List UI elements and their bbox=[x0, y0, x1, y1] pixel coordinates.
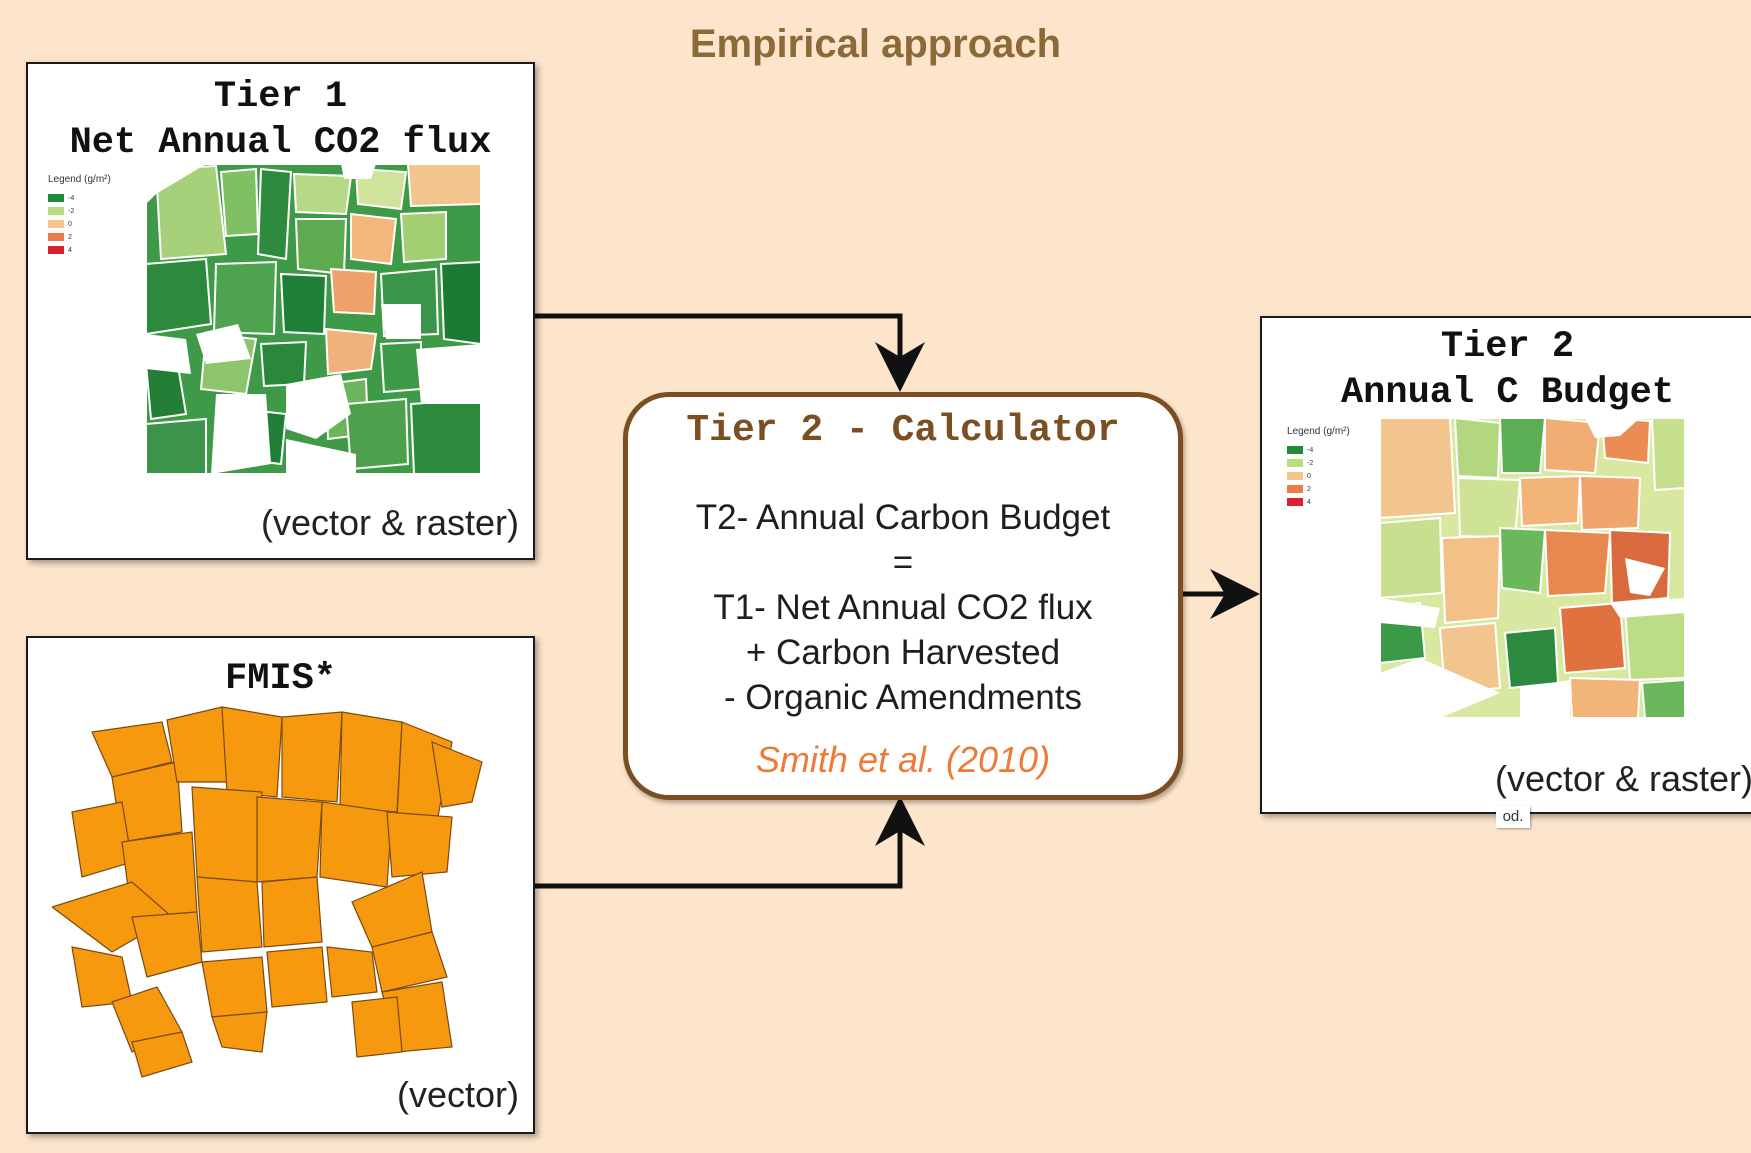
tier2-panel: Tier 2 Annual C Budget Legend (g/m²) -4 … bbox=[1260, 316, 1751, 814]
legend-item: 4 bbox=[48, 245, 111, 255]
legend-swatch bbox=[1287, 472, 1303, 480]
legend-swatch bbox=[48, 207, 64, 215]
tier2-budget-map bbox=[1380, 418, 1685, 718]
legend-label: 2 bbox=[1307, 485, 1311, 493]
legend-item: 2 bbox=[48, 232, 111, 242]
legend-swatch bbox=[1287, 459, 1303, 467]
legend-swatch bbox=[48, 220, 64, 228]
equation-line: T1- Net Annual CO2 flux bbox=[713, 588, 1093, 627]
legend-label: -2 bbox=[68, 207, 75, 215]
equation-line: T2- Annual Carbon Budget bbox=[695, 498, 1111, 537]
tier2-heading: Tier 2 Annual C Budget bbox=[1262, 324, 1751, 417]
legend-item: -4 bbox=[1287, 445, 1350, 455]
fmis-panel: FMIS* bbox=[26, 636, 535, 1134]
tier1-legend: Legend (g/m²) -4 -2 0 2 4 bbox=[48, 174, 111, 258]
tier2-legend-title: Legend (g/m²) bbox=[1287, 426, 1350, 437]
legend-label: 2 bbox=[68, 233, 72, 241]
legend-swatch bbox=[1287, 446, 1303, 454]
legend-item: -4 bbox=[48, 193, 111, 203]
legend-label: 4 bbox=[1307, 498, 1311, 506]
legend-swatch bbox=[48, 233, 64, 241]
tier2-legend: Legend (g/m²) -4 -2 0 2 4 bbox=[1287, 426, 1350, 510]
fmis-heading: FMIS* bbox=[224, 658, 337, 700]
tier2-format-note: (vector & raster) bbox=[1494, 758, 1751, 799]
tier1-panel: Tier 1 Net Annual CO2 flux Legend (g/m²)… bbox=[26, 62, 535, 560]
tier2-heading-line1: Tier 2 bbox=[1440, 326, 1575, 368]
diagram-title: Empirical approach bbox=[689, 22, 1062, 66]
tier2-heading-line2: Annual C Budget bbox=[1340, 372, 1675, 415]
legend-item: -2 bbox=[48, 206, 111, 216]
tier1-heading-line2: Net Annual CO2 flux bbox=[69, 122, 492, 165]
tier1-heading: Tier 1 Net Annual CO2 flux bbox=[28, 74, 533, 167]
calculator-reference: Smith et al. (2010) bbox=[755, 739, 1051, 780]
calculator-heading: Tier 2 - Calculator bbox=[686, 409, 1120, 452]
calculator-equation: T2- Annual Carbon Budget = T1- Net Annua… bbox=[628, 495, 1178, 720]
legend-swatch bbox=[1287, 485, 1303, 493]
legend-label: -2 bbox=[1307, 459, 1314, 467]
tier2-cut-label: od. bbox=[1496, 806, 1530, 828]
legend-label: 0 bbox=[1307, 472, 1311, 480]
legend-item: 2 bbox=[1287, 484, 1350, 494]
tier1-to-calculator-arrow bbox=[534, 313, 925, 392]
tier1-legend-title: Legend (g/m²) bbox=[48, 174, 111, 185]
equation-line: - Organic Amendments bbox=[724, 678, 1082, 717]
legend-item: -2 bbox=[1287, 458, 1350, 468]
tier1-format-note: (vector & raster) bbox=[260, 502, 519, 543]
equation-line: = bbox=[892, 543, 914, 582]
legend-label: -4 bbox=[1307, 446, 1314, 454]
fmis-to-calculator-arrow bbox=[534, 796, 925, 889]
fmis-field-map bbox=[52, 706, 483, 1078]
fmis-format-note: (vector) bbox=[396, 1074, 519, 1115]
legend-label: 0 bbox=[68, 220, 72, 228]
legend-item: 0 bbox=[48, 219, 111, 229]
equation-line: + Carbon Harvested bbox=[745, 633, 1061, 672]
legend-swatch bbox=[48, 246, 64, 254]
legend-label: 4 bbox=[68, 246, 72, 254]
calculator-box: Tier 2 - Calculator T2- Annual Carbon Bu… bbox=[623, 392, 1183, 800]
legend-item: 0 bbox=[1287, 471, 1350, 481]
legend-swatch bbox=[1287, 498, 1303, 506]
tier1-flux-map bbox=[146, 164, 481, 474]
legend-swatch bbox=[48, 194, 64, 202]
legend-label: -4 bbox=[68, 194, 75, 202]
legend-item: 4 bbox=[1287, 497, 1350, 507]
tier1-heading-line1: Tier 1 bbox=[213, 76, 348, 118]
